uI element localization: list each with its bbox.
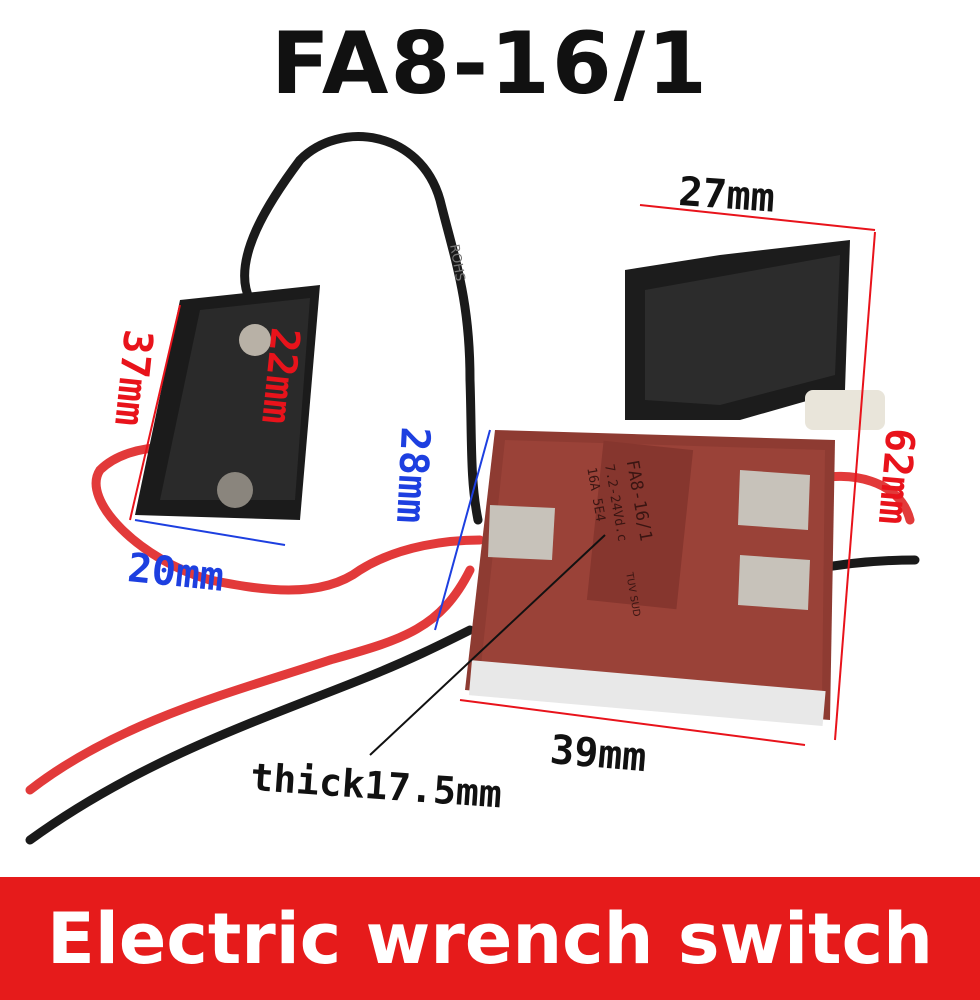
black-wire-loop [240,132,483,525]
speed-module [135,285,320,520]
dim-line-base [459,699,806,746]
product-photo: FA8-16/1 7.2-24Vd.c 16A 5E4 TUV SUD ROHS [25,132,920,845]
dim-top-width: 27mm [677,169,777,222]
dim-module-length: 37mm [105,327,161,429]
caption-banner: Electric wrench switch [0,877,980,1000]
switch-body [465,430,835,727]
red-wire-module [91,443,485,595]
dim-line-right [834,231,876,741]
cable-print: ROHS [446,243,467,282]
trigger [625,240,885,430]
dim-base-width: 39mm [548,727,649,782]
dim-line-module-base [134,519,286,546]
caption-text: Electric wrench switch [47,897,933,980]
dim-line-thickness [369,534,606,756]
red-wire-long [25,565,475,795]
dim-side-height: 28mm [387,425,438,525]
dim-height: 62mm [868,426,923,527]
dim-line-module-left [129,304,181,521]
dim-module-inner: 22mm [252,325,308,427]
dim-line-side [434,429,491,631]
dim-module-width: 20mm [125,545,227,601]
dim-line-top [639,204,876,231]
product-title: FA8-16/1 [271,14,709,114]
black-wire-long [25,625,475,845]
